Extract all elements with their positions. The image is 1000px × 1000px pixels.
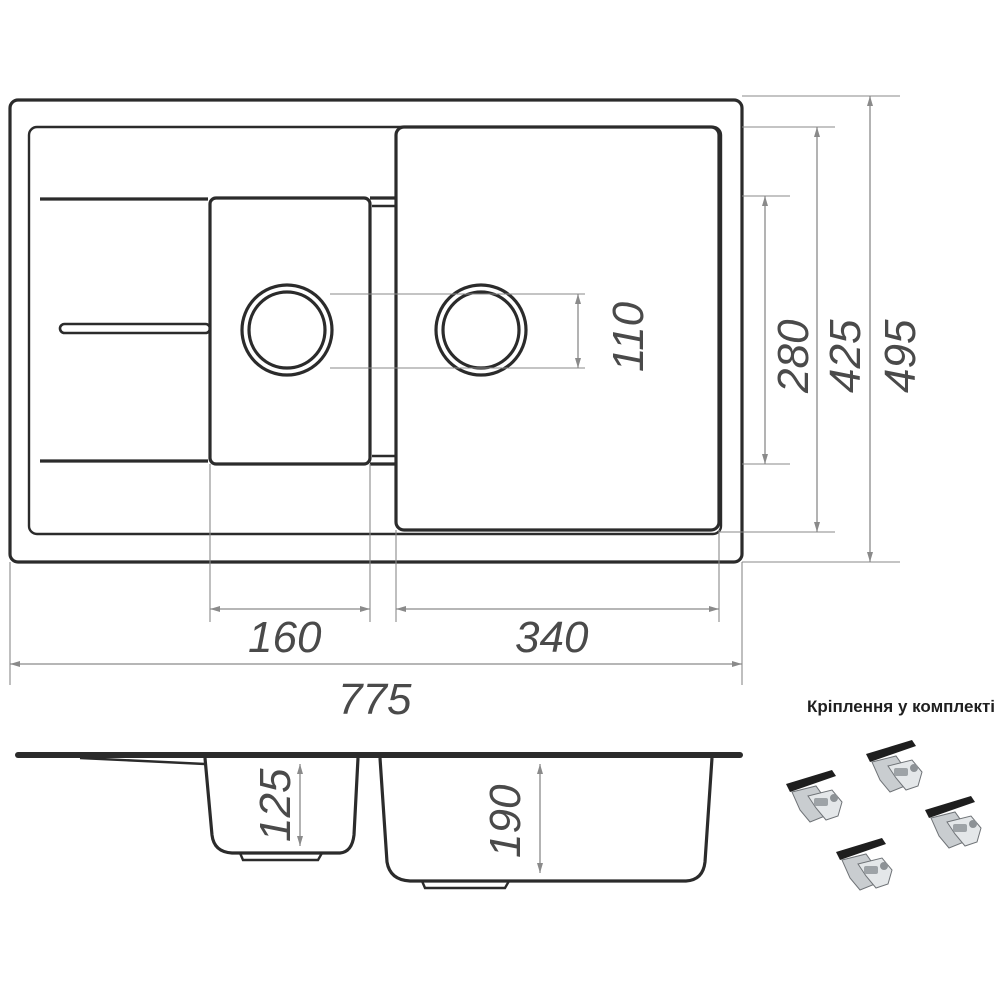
drainboard-slope	[79, 756, 206, 766]
large-bowl-drain-section	[420, 880, 511, 890]
mounting-clip-2	[865, 739, 923, 793]
mounting-clips	[785, 739, 982, 891]
mounting-clip-4	[835, 837, 893, 891]
large-bowl	[394, 125, 721, 532]
drainboard-rib-middle	[58, 322, 212, 335]
dim-label-775: 775	[338, 675, 412, 724]
mounting-clip-1	[785, 769, 843, 823]
mounting-clip-3	[924, 795, 982, 849]
small-bowl-drain-section	[238, 852, 324, 862]
large-bowl-drain-inner	[441, 290, 521, 370]
mounting-kit-caption: Кріплення у комплекті	[806, 697, 995, 716]
sink-outer-outline	[8, 98, 744, 564]
dim-label-425: 425	[821, 319, 870, 393]
large-bowl-section	[378, 757, 714, 883]
sink-top-view	[8, 98, 744, 564]
small-bowl-section	[203, 757, 360, 855]
dim-label-190: 190	[481, 784, 530, 858]
small-bowl	[208, 196, 372, 466]
dim-label-160: 160	[248, 613, 322, 662]
dimension-lines	[9, 95, 900, 685]
dim-label-125: 125	[251, 768, 300, 842]
sink-side-view	[15, 752, 743, 890]
small-bowl-drain-inner	[247, 290, 327, 370]
dimension-labels: 160 340 775 110 280 425 495 125 190	[248, 301, 925, 858]
small-bowl-drain-outer	[240, 283, 334, 377]
large-bowl-drain-outer	[434, 283, 528, 377]
dim-label-280: 280	[769, 319, 818, 394]
dim-label-340: 340	[515, 613, 589, 662]
dim-label-495: 495	[876, 319, 925, 393]
sink-inner-rim	[27, 125, 723, 536]
dim-label-110: 110	[604, 301, 653, 372]
